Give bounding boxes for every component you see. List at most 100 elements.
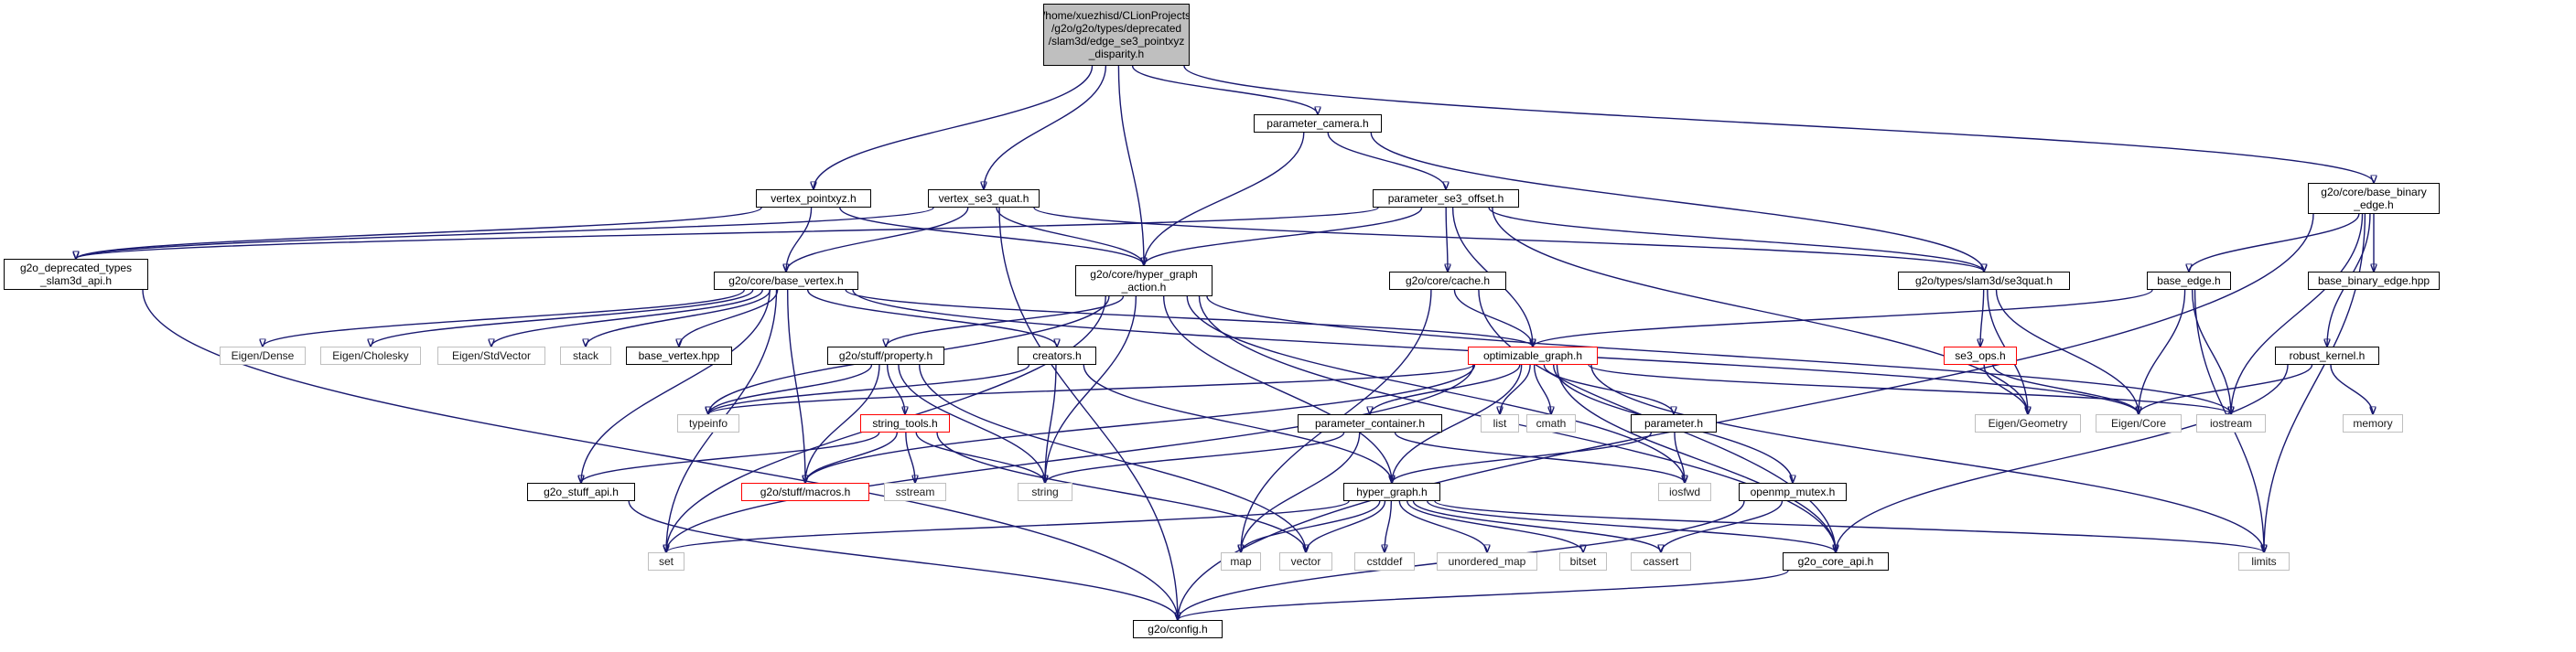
node-se3quat[interactable]: g2o/types/slam3d/se3quat.h <box>1898 272 2070 290</box>
node-eigen-geometry[interactable]: Eigen/Geometry <box>1975 414 2081 433</box>
node-limits[interactable]: limits <box>2238 552 2290 571</box>
dependency-edge <box>76 207 1379 259</box>
node-typeinfo[interactable]: typeinfo <box>677 414 739 433</box>
dependency-edge <box>1980 289 1985 347</box>
dependency-edge <box>1533 289 2153 347</box>
node-cassert[interactable]: cassert <box>1631 552 1691 571</box>
dependency-edge <box>996 207 1144 265</box>
node-stack[interactable]: stack <box>560 347 611 365</box>
dependency-edge <box>1033 207 1984 272</box>
dependency-edge <box>1131 65 1318 114</box>
node-base-binary-edge[interactable]: g2o/core/base_binary _edge.h <box>2308 183 2440 214</box>
node-creators[interactable]: creators.h <box>1018 347 1096 365</box>
node-g2o-config[interactable]: g2o/config.h <box>1133 620 1223 638</box>
node-optimizable-graph[interactable]: optimizable_graph.h <box>1468 347 1598 365</box>
node-cstddef[interactable]: cstddef <box>1354 552 1415 571</box>
node-g2o-core-api[interactable]: g2o_core_api.h <box>1783 552 1889 571</box>
node-cache[interactable]: g2o/core/cache.h <box>1389 272 1506 290</box>
dependency-edge <box>1385 500 1393 552</box>
node-vertex-se3-quat[interactable]: vertex_se3_quat.h <box>928 189 1040 208</box>
dependency-edge <box>1392 432 1653 483</box>
node-base-edge[interactable]: base_edge.h <box>2147 272 2231 290</box>
dependency-edge <box>666 500 1350 553</box>
dependency-edge <box>786 207 813 272</box>
node-hyper-graph[interactable]: hyper_graph.h <box>1343 483 1440 501</box>
node-eigen-dense[interactable]: Eigen/Dense <box>220 347 306 365</box>
dependency-edge <box>1488 207 1984 272</box>
dependency-edge <box>1045 364 1057 483</box>
node-parameter-se3-offset[interactable]: parameter_se3_offset.h <box>1373 189 1519 208</box>
dependency-edge <box>708 364 1474 415</box>
node-map[interactable]: map <box>1221 552 1261 571</box>
dependency-edge <box>2139 289 2186 414</box>
node-robust-kernel[interactable]: robust_kernel.h <box>2275 347 2379 365</box>
dependency-edge <box>898 364 1045 483</box>
dependency-edge <box>1836 364 2289 552</box>
dependency-edge <box>886 295 1125 347</box>
node-set[interactable]: set <box>648 552 684 571</box>
node-memory[interactable]: memory <box>2343 414 2403 433</box>
dependency-edge <box>1083 364 1392 483</box>
dependency-edge <box>1661 500 1784 552</box>
node-edge-se3-pointxyz-disparity[interactable]: /home/xuezhisd/CLionProjects /g2o/g2o/ty… <box>1043 4 1190 66</box>
dependency-edge <box>2189 213 2360 272</box>
dependency-edge <box>1453 289 1533 347</box>
dependency-edge <box>1500 364 1531 414</box>
dependency-edge <box>1543 364 1674 414</box>
dependency-edge <box>1983 364 2028 414</box>
node-openmp-mutex[interactable]: openmp_mutex.h <box>1739 483 1847 501</box>
dependency-edge <box>1178 570 1789 621</box>
dependency-edge <box>1370 132 1984 272</box>
node-base-vertex[interactable]: g2o/core/base_vertex.h <box>714 272 858 290</box>
node-parameter[interactable]: parameter.h <box>1631 414 1717 433</box>
dependency-edge <box>984 65 1107 189</box>
dependency-edge <box>666 364 1474 552</box>
node-base-vertex-hpp[interactable]: base_vertex.hpp <box>626 347 732 365</box>
node-sstream[interactable]: sstream <box>884 483 946 501</box>
node-g2o-stuff-api[interactable]: g2o_stuff_api.h <box>527 483 635 501</box>
dependency-edge <box>1162 295 1392 483</box>
dependency-edge <box>845 289 1533 347</box>
dependency-edge <box>786 207 969 272</box>
node-se3-ops[interactable]: se3_ops.h <box>1944 347 2017 365</box>
node-iosfwd[interactable]: iosfwd <box>1658 483 1711 501</box>
dependency-edge <box>1590 364 2264 552</box>
node-property[interactable]: g2o/stuff/property.h <box>827 347 944 365</box>
dependency-edge <box>2139 364 2313 414</box>
dependency-edge <box>1674 432 1685 483</box>
node-vertex-pointxyz[interactable]: vertex_pointxyz.h <box>756 189 871 208</box>
node-cmath[interactable]: cmath <box>1526 414 1576 433</box>
dependency-edge <box>1492 207 2028 414</box>
node-iostream[interactable]: iostream <box>2196 414 2266 433</box>
dependency-edge <box>1392 364 1523 483</box>
node-string-tools[interactable]: string_tools.h <box>860 414 950 433</box>
node-deprecated-types-api[interactable]: g2o_deprecated_types _slam3d_api.h <box>4 259 148 290</box>
node-unordered-map[interactable]: unordered_map <box>1437 552 1537 571</box>
node-bitset[interactable]: bitset <box>1559 552 1607 571</box>
node-parameter-camera[interactable]: parameter_camera.h <box>1254 114 1382 133</box>
dependency-edge <box>2330 364 2373 414</box>
node-base-binary-edge-hpp[interactable]: base_binary_edge.hpp <box>2308 272 2440 290</box>
dependency-edge <box>805 432 898 483</box>
dependency-edge <box>76 207 762 260</box>
dependency-edge <box>1992 364 2139 414</box>
dependency-edge <box>915 432 1045 483</box>
dependency-edge <box>839 207 1144 265</box>
node-vector[interactable]: vector <box>1279 552 1332 571</box>
dependency-edge <box>1427 500 1836 553</box>
node-list[interactable]: list <box>1481 414 1519 433</box>
node-eigen-stdvector[interactable]: Eigen/StdVector <box>437 347 545 365</box>
node-macros[interactable]: g2o/stuff/macros.h <box>741 483 869 501</box>
dependency-edge <box>936 432 1306 552</box>
dependency-edge <box>1206 295 2231 414</box>
node-string[interactable]: string <box>1018 483 1072 501</box>
node-parameter-container[interactable]: parameter_container.h <box>1298 414 1442 433</box>
dependency-edge <box>1446 207 1448 272</box>
dependency-edge <box>1434 500 2264 552</box>
node-eigen-core[interactable]: Eigen/Core <box>2096 414 2182 433</box>
dependency-edge <box>998 207 1178 620</box>
dependency-edge <box>1306 500 1386 552</box>
dependency-edge <box>1178 213 2314 620</box>
node-eigen-cholesky[interactable]: Eigen/Cholesky <box>320 347 421 365</box>
node-hyper-graph-action[interactable]: g2o/core/hyper_graph _action.h <box>1075 265 1213 296</box>
